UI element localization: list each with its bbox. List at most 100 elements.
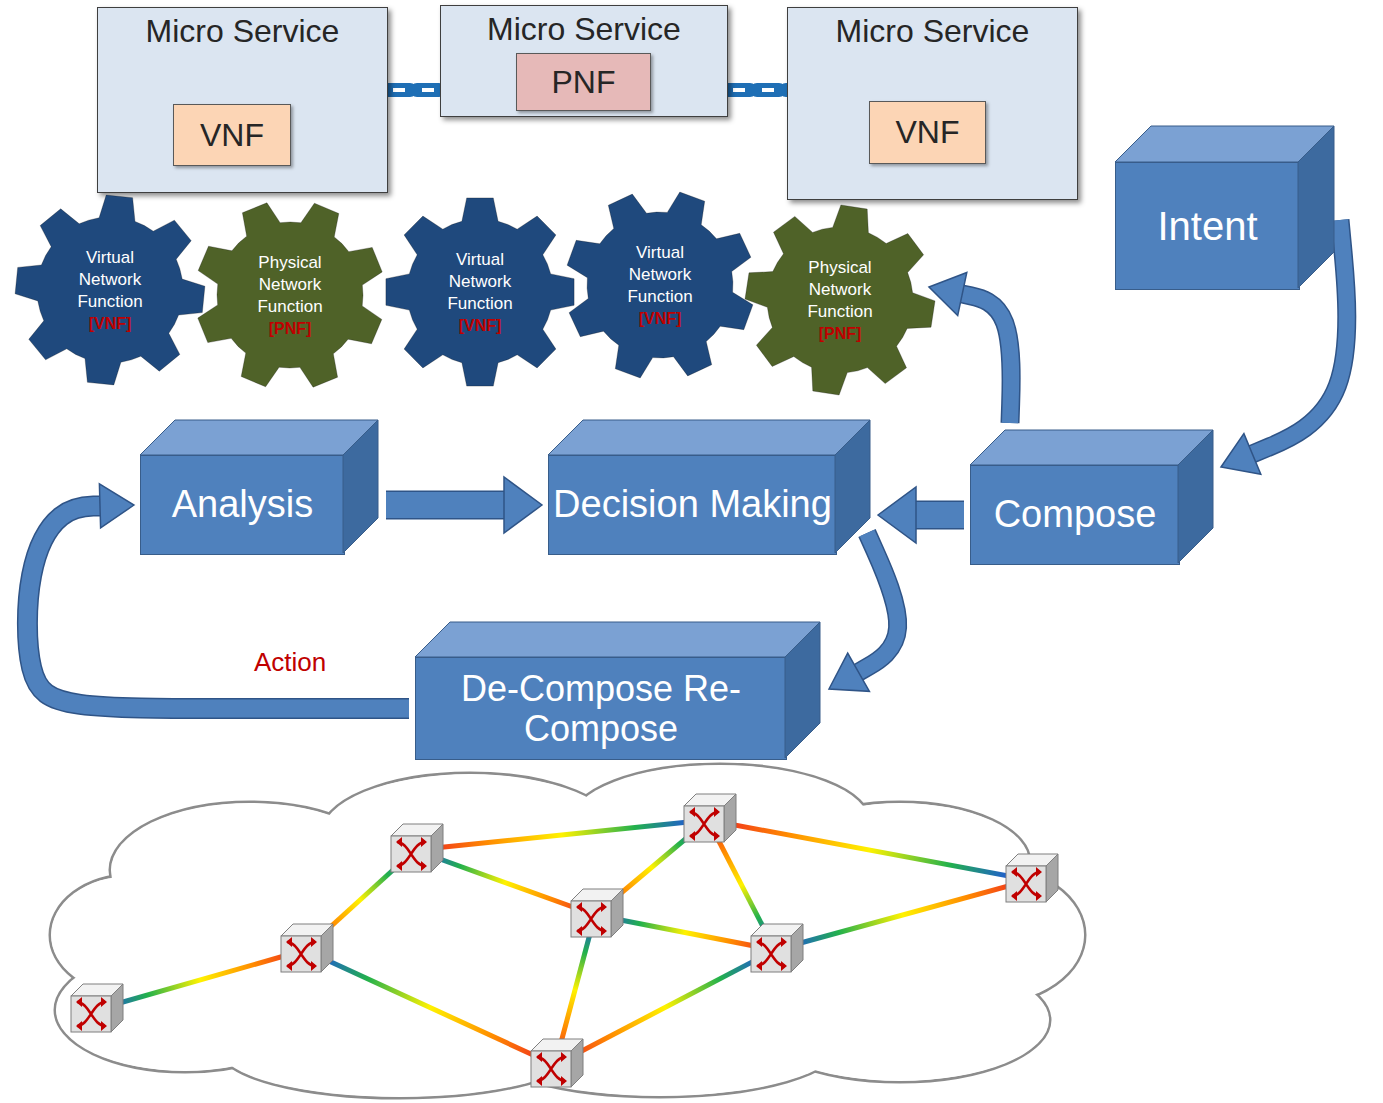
arrow-outline xyxy=(386,491,504,520)
arrow-head xyxy=(1221,434,1261,475)
switch-icon xyxy=(71,984,123,1032)
edge-label: Action xyxy=(254,647,326,678)
process-box: Analysis xyxy=(140,455,345,555)
switch-arrowheads xyxy=(1011,867,1042,901)
process-box: Decision Making xyxy=(548,455,837,555)
chain-link xyxy=(388,90,440,91)
arrow-outline xyxy=(916,501,964,530)
box-top-face xyxy=(415,622,820,657)
gear-tag: [PNF] xyxy=(236,319,344,338)
network-link xyxy=(708,820,1030,880)
box-label: Micro Service xyxy=(98,8,387,50)
gear-shape xyxy=(565,190,755,380)
box-label: Compose xyxy=(994,494,1157,536)
switch-side xyxy=(431,824,443,872)
switch-side xyxy=(111,984,123,1032)
gear-outline xyxy=(567,192,753,378)
chain-holes xyxy=(728,88,787,92)
switch-front xyxy=(684,806,724,842)
function-gear: Physical Network Function[PNF] xyxy=(745,205,935,395)
arrow-body xyxy=(859,533,898,672)
micro-service-box: Micro ServiceVNF xyxy=(787,7,1078,200)
switch-front xyxy=(751,936,791,972)
switch-side xyxy=(571,1039,583,1087)
gear-label: Physical Network Function xyxy=(786,257,894,323)
box-top-face xyxy=(1115,126,1334,162)
cloud-outline xyxy=(50,764,1085,1098)
switch-icon xyxy=(531,1039,583,1087)
arrow-body xyxy=(916,502,964,528)
box-label: VNF xyxy=(896,114,960,151)
flow-arrow xyxy=(878,487,964,543)
process-box: Compose xyxy=(970,465,1180,565)
micro-service-box: Micro ServicePNF xyxy=(440,5,728,117)
network-links xyxy=(95,820,1030,1065)
network-link xyxy=(775,880,1030,950)
arrow-head xyxy=(504,477,542,533)
gear-shape xyxy=(385,197,575,387)
flow-arrow xyxy=(829,533,898,691)
box-label: PNF xyxy=(552,64,616,101)
switch-front xyxy=(571,901,611,937)
box-side-face xyxy=(1178,430,1213,563)
box-side-face xyxy=(1298,126,1334,288)
switch-arrowheads xyxy=(286,937,317,971)
switch-front xyxy=(391,836,431,872)
switch-side xyxy=(724,794,736,842)
switch-side xyxy=(321,924,333,972)
process-box: De-Compose Re-Compose xyxy=(415,657,787,760)
switch-side xyxy=(791,924,803,972)
box-side-face xyxy=(835,420,870,553)
switch-arrowheads xyxy=(756,937,787,971)
switch-icon xyxy=(571,889,623,937)
chain-links xyxy=(388,83,440,97)
switch-front xyxy=(531,1051,571,1087)
gear-tag: [VNF] xyxy=(426,316,534,335)
switch-arrowheads xyxy=(689,807,720,841)
box-label: Micro Service xyxy=(788,8,1077,50)
switch-icon xyxy=(391,824,443,872)
switch-icon xyxy=(684,794,736,842)
chain-link xyxy=(728,90,787,91)
gear-outline xyxy=(198,203,382,387)
network-switches xyxy=(71,794,1058,1087)
gear-tag: [VNF] xyxy=(606,309,714,328)
switch-icon xyxy=(751,924,803,972)
switch-arrowheads xyxy=(76,997,107,1031)
box-top-face xyxy=(140,420,378,455)
switch-front xyxy=(1006,866,1046,902)
switch-arrowheads xyxy=(536,1052,567,1086)
gear-outline xyxy=(745,205,935,395)
box-top-face xyxy=(970,430,1213,465)
network-link xyxy=(555,950,775,1065)
switch-icon xyxy=(1006,854,1058,902)
box-top-face xyxy=(548,420,870,455)
chain-holes xyxy=(388,88,440,92)
gear-label: Virtual Network Function xyxy=(426,249,534,315)
network-link xyxy=(95,950,305,1010)
arrow-body xyxy=(962,294,1011,423)
network-link xyxy=(415,820,708,850)
flow-arrow xyxy=(929,273,1011,424)
gear-label: Physical Network Function xyxy=(236,252,344,318)
switch-arrowheads xyxy=(576,902,607,936)
gear-shape xyxy=(745,205,935,395)
micro-service-box: Micro ServiceVNF xyxy=(97,7,388,193)
cloud-fill xyxy=(161,826,959,1054)
switch-side xyxy=(611,889,623,937)
network-function-box: VNF xyxy=(173,104,291,166)
arrow-head xyxy=(878,487,916,543)
box-label: Decision Making xyxy=(553,484,832,526)
gear-label: Virtual Network Function xyxy=(606,242,714,308)
box-label: Analysis xyxy=(172,484,314,526)
gear-label: Virtual Network Function xyxy=(56,247,164,313)
box-side-face xyxy=(343,420,378,553)
arrow-head xyxy=(99,484,134,528)
gear-outline xyxy=(386,198,574,386)
box-label: Intent xyxy=(1157,204,1257,248)
cloud-lobe xyxy=(160,825,960,1055)
arrow-body xyxy=(386,492,504,518)
function-gear: Virtual Network Function[VNF] xyxy=(15,195,205,385)
process-box: Intent xyxy=(1115,162,1300,290)
network-link xyxy=(305,950,555,1065)
